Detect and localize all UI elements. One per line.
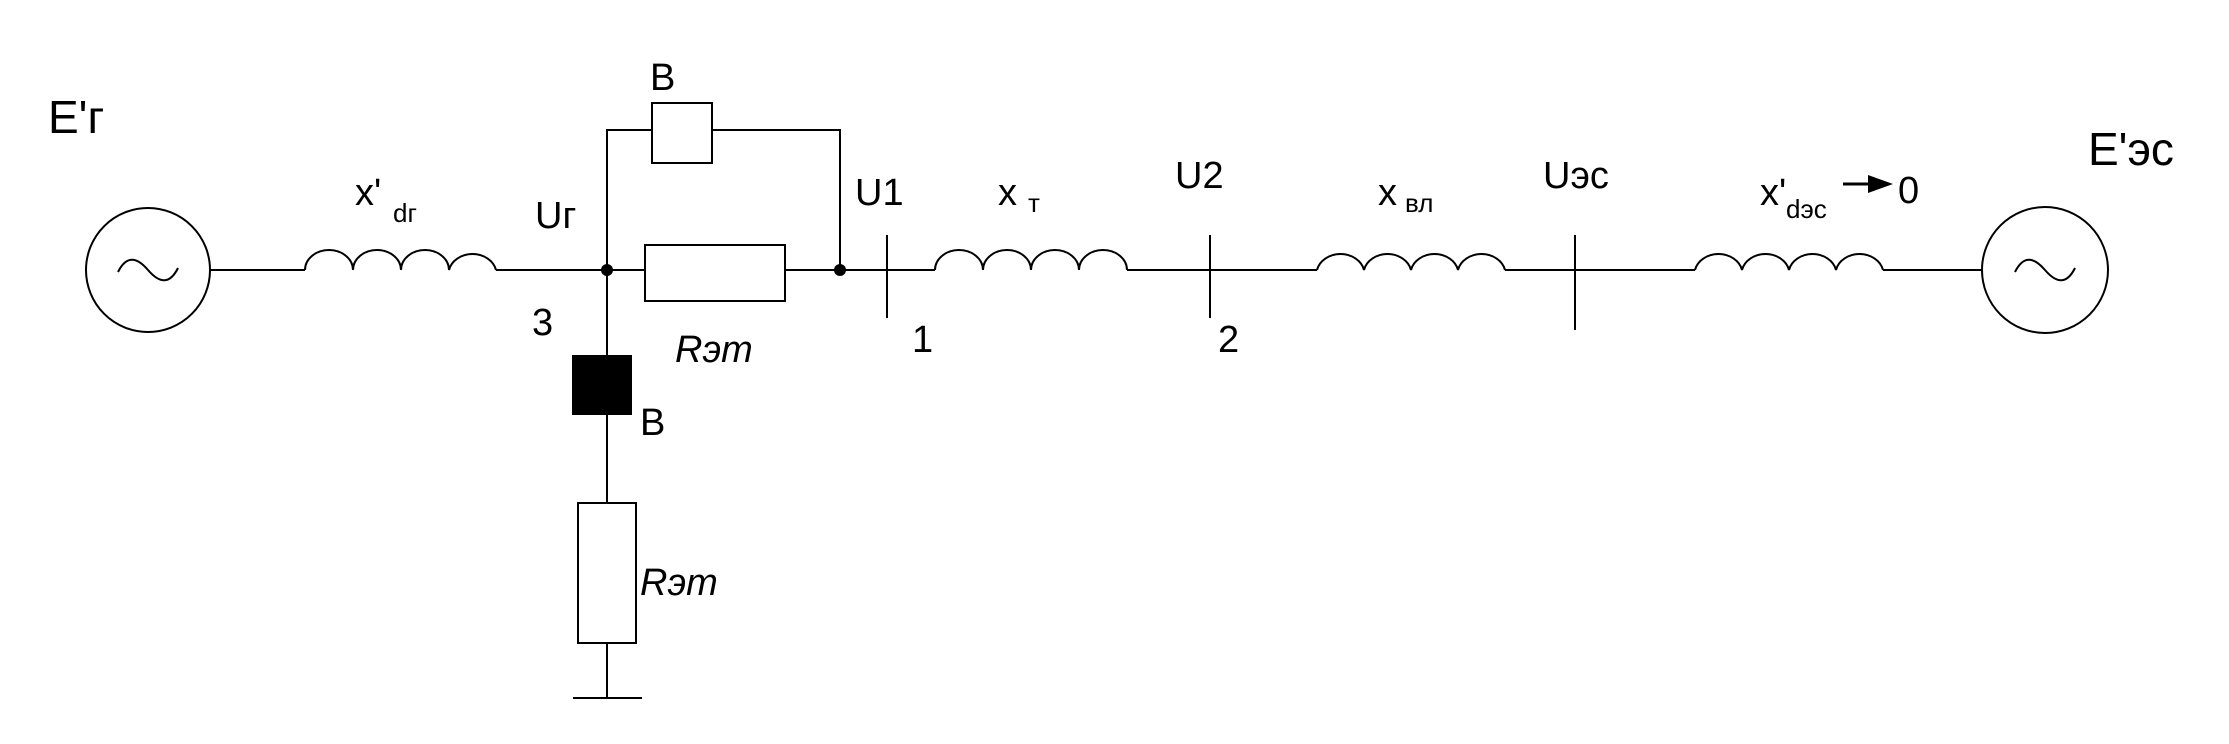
label-breaker-bottom: B	[640, 402, 665, 444]
label-x-vl: x	[1378, 172, 1397, 214]
shunt-branch	[573, 270, 642, 699]
label-source-left: E'г	[48, 91, 104, 143]
label-node-3: 3	[532, 302, 553, 344]
inductor-x-dg	[304, 249, 497, 271]
label-x-dg-sub: dг	[393, 198, 417, 228]
tilde-icon	[117, 258, 179, 282]
label-r-series: Rэт	[675, 329, 753, 371]
label-breaker-top: B	[650, 57, 675, 99]
label-x-dg: x'	[355, 172, 381, 214]
breaker-bottom	[572, 355, 632, 415]
inductor-x-vl	[1316, 253, 1506, 271]
label-x-t-sub: т	[1028, 188, 1040, 218]
inductor-x-des	[1694, 253, 1884, 271]
label-x-vl-sub: вл	[1405, 188, 1433, 218]
generator-left	[85, 207, 211, 333]
label-x-des-sub: dэс	[1786, 194, 1827, 224]
label-u-g: Uг	[535, 195, 576, 237]
label-u2: U2	[1175, 155, 1224, 197]
resistor-r-series	[644, 244, 786, 302]
breaker-top	[651, 102, 713, 164]
label-x-des: x'	[1760, 172, 1786, 214]
label-u-es: Uэс	[1543, 155, 1609, 197]
label-u1: U1	[855, 172, 904, 214]
inductor-x-t	[934, 249, 1128, 271]
junction-dot-u1	[834, 264, 846, 276]
label-node-2: 2	[1218, 319, 1239, 361]
label-x-t: x	[998, 172, 1017, 214]
label-r-shunt: Rэт	[640, 562, 718, 604]
generator-right	[1981, 206, 2109, 334]
label-x-des-limit: 0	[1898, 170, 1919, 212]
resistor-r-shunt	[577, 502, 637, 644]
label-source-right: E'эс	[2088, 123, 2174, 175]
junction-dot-ug	[601, 264, 613, 276]
tilde-icon	[2014, 258, 2076, 282]
bypass-branch	[606, 102, 841, 270]
arrow-right-icon	[1843, 175, 1893, 193]
label-node-1: 1	[912, 319, 933, 361]
